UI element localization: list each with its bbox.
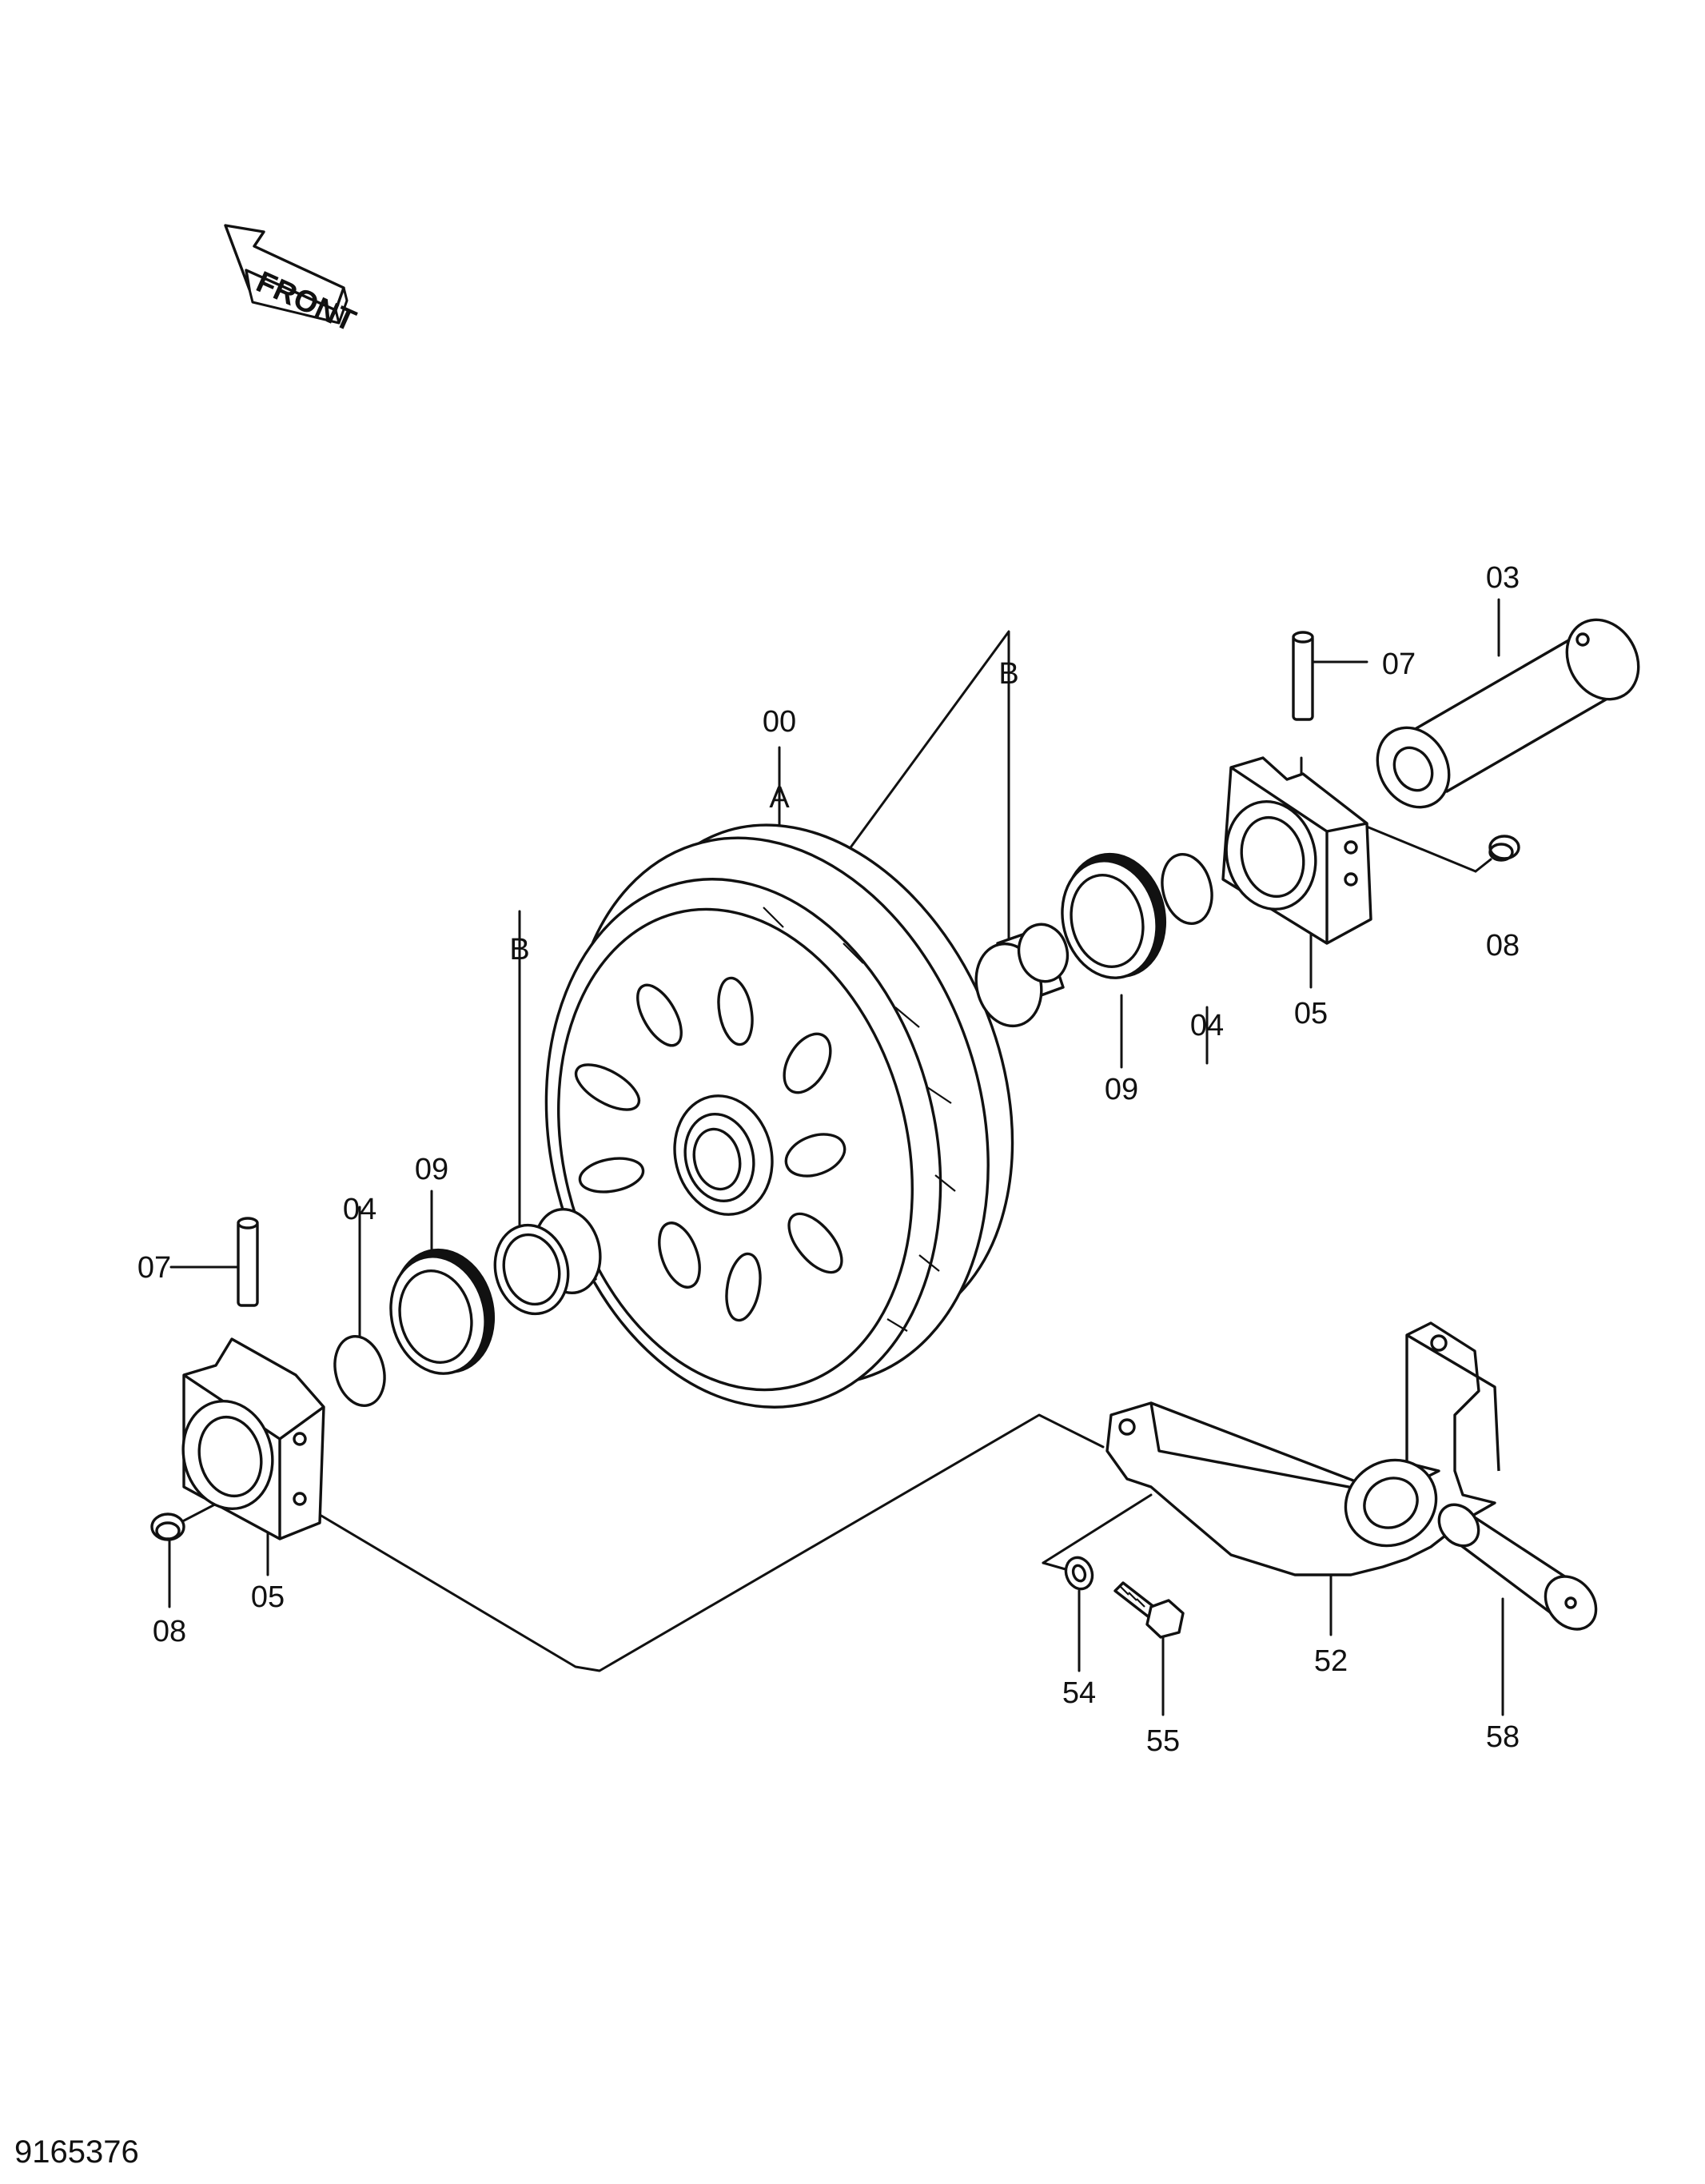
callout-58: 58 [1486,1720,1520,1754]
callout-52: 52 [1314,1644,1348,1678]
callout-05-left: 05 [251,1580,285,1614]
reference-letter-b-left: B [509,933,529,966]
front-direction-arrow-icon: FRONT [224,224,361,338]
bracket [1105,1321,1500,1576]
o-ring-left [333,1334,386,1408]
support-block-left [181,1337,325,1540]
callout-03: 03 [1486,561,1520,595]
callout-54: 54 [1062,1676,1096,1710]
floating-seal-left [389,1248,496,1375]
callout-07-left: 07 [137,1251,171,1285]
bushing-left [493,1207,602,1316]
support-block-right [1221,756,1372,945]
bushing-right [974,923,1070,1028]
callout-08-right: 08 [1486,929,1520,962]
bolt [1113,1581,1185,1639]
wheel-spoke-holes [574,976,847,1322]
plug-left [150,1512,185,1541]
washer [1064,1556,1094,1591]
reference-letter-a: A [769,781,790,815]
lock-pin-left [237,1217,259,1307]
plug-right [1488,835,1520,862]
idler-wheel [544,823,1014,1409]
callout-55: 55 [1146,1724,1180,1758]
callout-00: 00 [763,705,796,739]
o-ring-right [1161,852,1213,926]
callout-09-left: 09 [415,1153,448,1186]
callout-04-right: 04 [1190,1009,1224,1042]
document-number: 9165376 [14,2134,139,2170]
reference-letter-b-right: B [998,657,1018,691]
shaft [1376,618,1640,809]
bracket-pin [1437,1503,1598,1631]
callout-08-left: 08 [153,1615,186,1648]
floating-seal-right [1061,852,1167,979]
callout-09-right: 09 [1105,1073,1138,1106]
lock-pin-right [1292,631,1314,721]
callout-05-right: 05 [1294,997,1328,1030]
callout-07-right: 07 [1382,648,1416,681]
wheel-rim-ribs [763,907,956,1332]
callout-04-left: 04 [343,1193,376,1226]
